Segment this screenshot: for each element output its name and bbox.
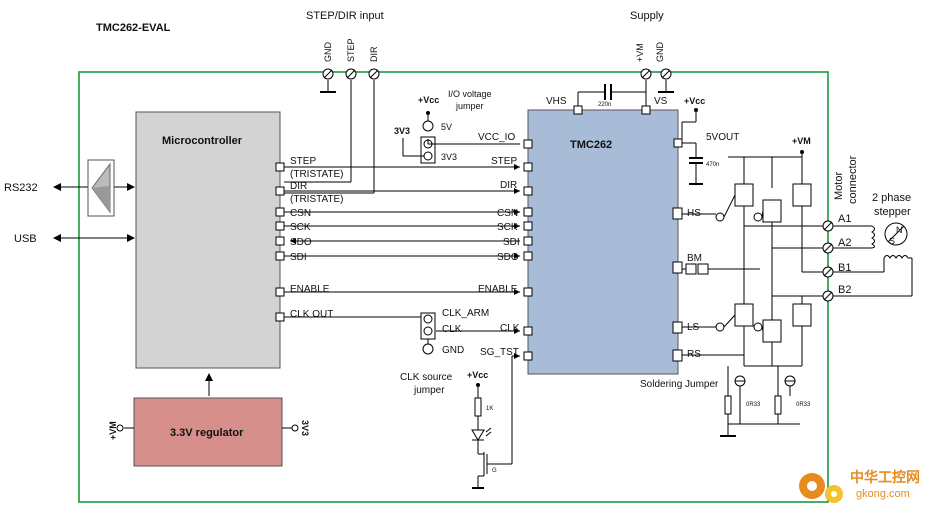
mcu-pin: ENABLE [290, 284, 330, 295]
mcu-pin: STEP [290, 156, 316, 167]
vhs-cap-label: 220n [598, 102, 611, 108]
supply-terminals: +VM GND [635, 42, 674, 103]
tmc-vout: +Vcc 5VOUT 470n [673, 96, 739, 185]
tmc-pin: CLK [500, 323, 520, 334]
rs232-label: RS232 [4, 182, 38, 194]
tmc-pin: SCK [497, 222, 518, 233]
io-vcc-label: +Vcc [418, 95, 439, 105]
h-bridge: +VM [640, 136, 828, 437]
microcontroller-title: Microcontroller [162, 135, 243, 147]
term-dir-label: DIR [369, 46, 379, 62]
tmc-vcc-label: +Vcc [684, 96, 705, 106]
regulator-out-label: 3V3 [300, 420, 310, 436]
tmc-pin: STEP [491, 156, 517, 167]
tmc-pin: SDO [497, 252, 519, 263]
motor-term: A1 [838, 213, 851, 225]
clk-label: CLK [442, 324, 462, 335]
tmc-pin: SDI [503, 237, 520, 248]
tmc-pin: VCC_IO [478, 132, 515, 143]
term-step-label: STEP [346, 38, 356, 62]
tmc-pin: DIR [500, 180, 517, 191]
bridge-vm-label: +VM [792, 136, 811, 146]
rotor-n: N [896, 225, 903, 235]
mcu-pin: CLK OUT [290, 309, 333, 320]
clk-gnd-label: GND [442, 345, 464, 356]
sense-res-1-label: 0R33 [746, 402, 761, 408]
mcu-pin: SCK [290, 222, 311, 233]
stepper-label-1: 2 phase [872, 192, 911, 204]
clk-jumper-label-1: CLK source [400, 372, 453, 383]
io-jumper-label-1: I/O voltage [448, 89, 492, 99]
io-voltage-jumper: +Vcc I/O voltage jumper 5V 3V3 3V3 [394, 89, 520, 164]
vhs-label: VHS [546, 96, 567, 107]
microcontroller-block [135, 111, 281, 369]
led-vcc-label: +Vcc [467, 370, 488, 380]
watermark-cn: 中华工控网 [850, 469, 920, 486]
motor-connector: Motor connector 2 phase stepper A1 A2 B1… [822, 155, 913, 302]
watermark-url: gkong.com [856, 488, 910, 500]
step-dir-input-label: STEP/DIR input [306, 10, 384, 22]
vs-label: VS [654, 96, 668, 107]
regulator-block [133, 397, 283, 467]
step-dir-terminals: GND STEP DIR [320, 38, 380, 193]
vout-label: 5VOUT [706, 132, 739, 143]
tmc-pin: SG_TST [480, 347, 519, 358]
clk-jumper-label-2: jumper [413, 385, 445, 396]
led-gate-label: G [492, 468, 497, 474]
motor-connector-label-1: Motor [833, 172, 845, 200]
board-title: TMC262-EVAL [96, 22, 171, 34]
mcu-pin: (TRISTATE) [290, 194, 344, 205]
clk-arm-label: CLK_ARM [442, 308, 489, 319]
watermark: 中华工控网 gkong.com [799, 469, 920, 503]
motor-term: B1 [838, 262, 851, 274]
term-gnd2-label: GND [655, 42, 665, 63]
tmc262-title: TMC262 [570, 139, 612, 151]
mcu-pin: DIR [290, 181, 307, 192]
usb-label: USB [14, 233, 37, 245]
tmc-pin: ENABLE [478, 284, 518, 295]
mcu-pin: SDI [290, 252, 307, 263]
regulator-title: 3.3V regulator [170, 427, 244, 439]
solder-jumper-label: Soldering Jumper [640, 379, 719, 390]
term-vm-label: +VM [635, 43, 645, 62]
motor-term: A2 [838, 237, 851, 249]
tmc-left-labels: VCC_IO STEP DIR CSN SCK SDI SDO ENABLE C… [478, 132, 520, 358]
stepper-label-2: stepper [874, 206, 911, 218]
signal-wires [284, 164, 520, 334]
tmc-supply-pins: VHS VS 220n [546, 84, 668, 115]
mcu-pin-labels: STEP (TRISTATE) DIR (TRISTATE) CSN SCK S… [290, 156, 344, 320]
supply-label: Supply [630, 10, 664, 22]
tmc-pin: CSN [497, 208, 518, 219]
led-res-label: 1K [486, 406, 493, 412]
interface-arrows: RS232 USB [4, 159, 135, 245]
term-gnd-label: GND [323, 42, 333, 63]
rotor-s: S [889, 236, 895, 246]
tmc-pin-right: BM [687, 253, 702, 264]
io-jumper-label-2: jumper [455, 101, 484, 111]
tmc-left-pads [523, 139, 533, 361]
board-frame [78, 71, 829, 503]
mcu-pin: SDO [290, 237, 312, 248]
sg-tst-led-circuit: +Vcc 1K G [467, 353, 520, 489]
vout-cap-label: 470n [706, 162, 719, 168]
mcu-pin: CSN [290, 208, 311, 219]
io-5v-label: 5V [441, 122, 452, 132]
clk-source-jumper: CLK_ARM CLK GND CLK source jumper [400, 308, 489, 396]
motor-term: B2 [838, 284, 851, 296]
regulator-vm-label: +VM [108, 421, 118, 440]
tmc262-block [527, 109, 679, 375]
motor-connector-label-2: connector [847, 155, 859, 204]
mcu-pin: (TRISTATE) [290, 169, 344, 180]
sense-res-2-label: 0R33 [796, 402, 811, 408]
io-3v3-opt-label: 3V3 [441, 152, 457, 162]
io-3v3-left-label: 3V3 [394, 126, 410, 136]
